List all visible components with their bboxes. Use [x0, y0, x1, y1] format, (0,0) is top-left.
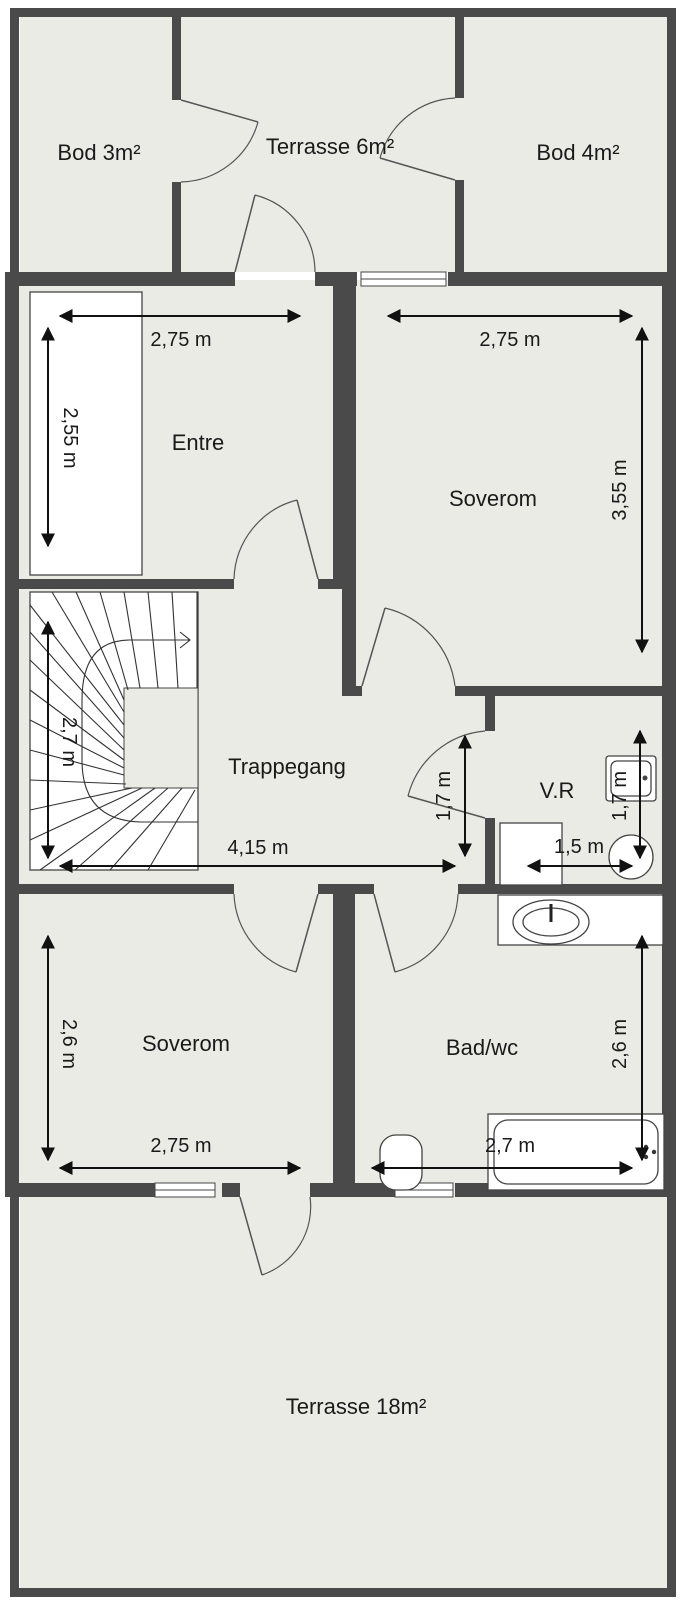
- dim-label-bad-height: 2,6 m: [609, 1019, 631, 1069]
- dim-label-trappegang-height: 1,7 m: [433, 771, 455, 821]
- dim-label-soverom-bottom-height: 2,6 m: [58, 1019, 80, 1069]
- dim-label-bad-width: 2,7 m: [485, 1135, 535, 1157]
- dim-label-entre-width: 2,75 m: [150, 329, 211, 351]
- dim-label-vr-width: 1,5 m: [554, 836, 604, 858]
- dim-label-soverom-bottom-width: 2,75 m: [150, 1135, 211, 1157]
- room-label-bod-right: Bod 4m²: [536, 140, 619, 165]
- dim-label-soverom-top-width: 2,75 m: [479, 329, 540, 351]
- room-label-soverom-top: Soverom: [449, 486, 537, 511]
- dim-label-entre-height: 2,55 m: [59, 407, 81, 468]
- dimension-lines: [41, 309, 649, 1175]
- room-label-terrasse-bottom: Terrasse 18m²: [286, 1394, 427, 1419]
- room-label-bod-left: Bod 3m²: [57, 140, 140, 165]
- dim-label-soverom-top-height: 3,55 m: [609, 459, 631, 520]
- door-swing-icon: [180, 97, 486, 1276]
- room-label-bad: Bad/wc: [446, 1035, 518, 1060]
- closet: [29, 291, 143, 576]
- dim-label-vr-height: 1,7 m: [609, 771, 631, 821]
- dim-label-stairs-height: 2,7 m: [58, 717, 80, 767]
- walls: [5, 8, 676, 1597]
- room-label-trappegang: Trappegang: [228, 754, 346, 779]
- room-label-terrasse-top: Terrasse 6m²: [266, 134, 394, 159]
- sink-icon: [497, 755, 664, 946]
- room-label-soverom-bottom: Soverom: [142, 1031, 230, 1056]
- staircase-icon: [29, 591, 199, 871]
- dim-label-trappegang-width: 4,15 m: [227, 837, 288, 859]
- window-icon: [154, 271, 454, 1198]
- room-label-entre: Entre: [172, 430, 225, 455]
- room-label-vr: V.R: [540, 778, 575, 803]
